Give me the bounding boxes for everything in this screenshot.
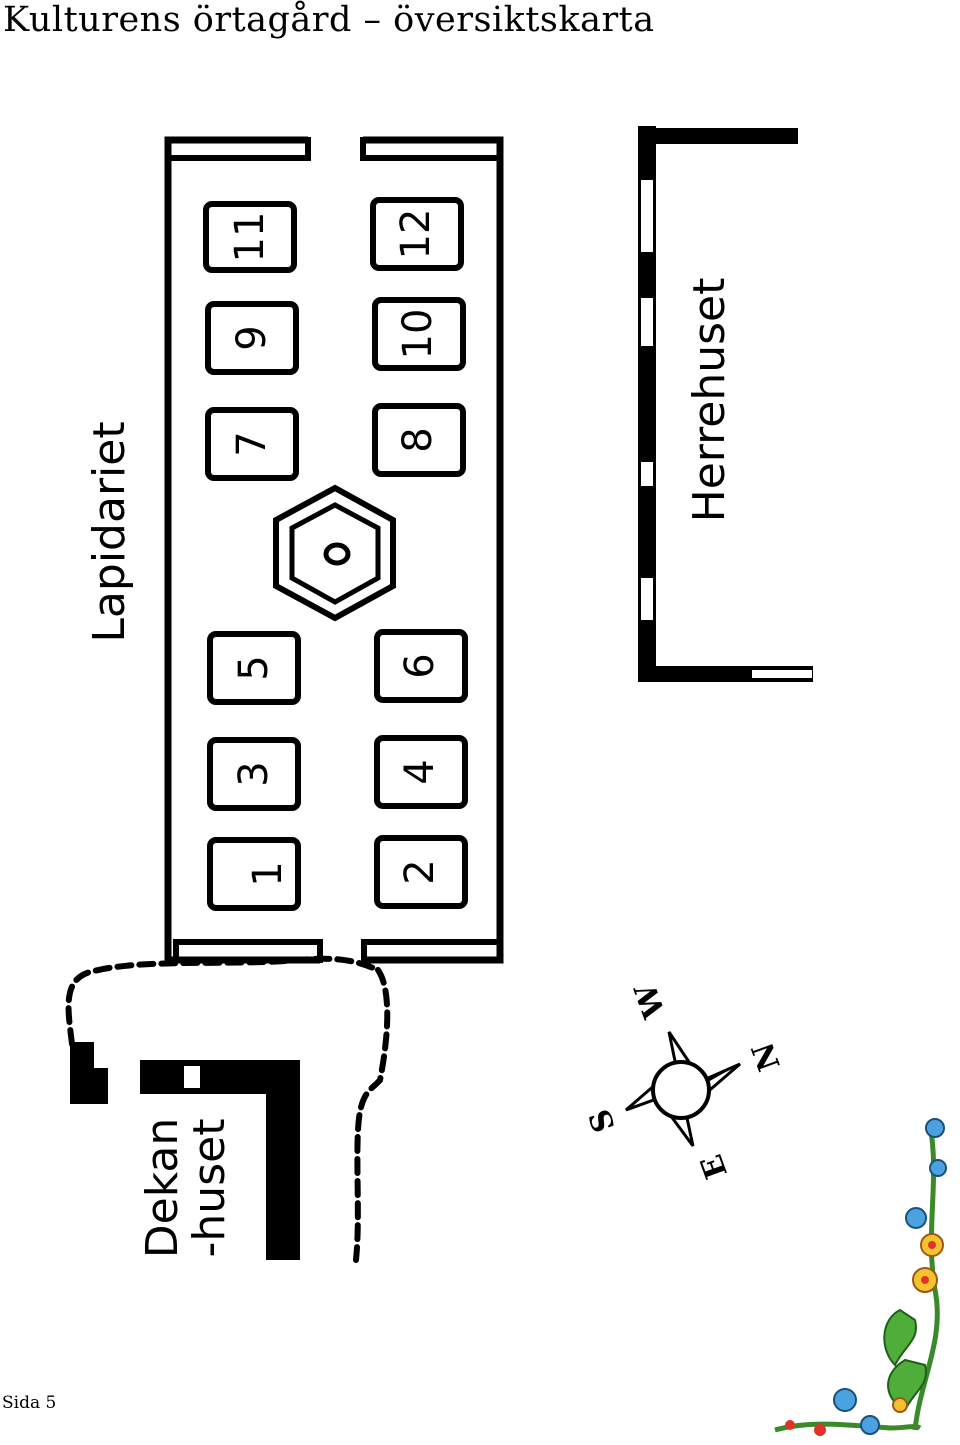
compass-south-label: S bbox=[582, 1104, 622, 1136]
compass-rose: W N E S bbox=[582, 977, 787, 1183]
bed-11: 11 bbox=[203, 201, 297, 273]
bed-9-label: 9 bbox=[229, 325, 275, 350]
herrehuset-label: Herrehuset bbox=[684, 278, 735, 523]
herrehuset-building bbox=[638, 126, 813, 682]
bed-11-label: 11 bbox=[227, 212, 273, 263]
bed-12: 12 bbox=[370, 197, 464, 271]
bed-12-label: 12 bbox=[393, 209, 439, 260]
garden-outline bbox=[164, 128, 504, 974]
bed-10: 10 bbox=[372, 297, 466, 371]
bed-6-label: 6 bbox=[397, 653, 443, 678]
dashed-boundary bbox=[65, 955, 391, 1263]
bed-1: 1 bbox=[207, 837, 301, 911]
bed-2: 2 bbox=[374, 835, 468, 909]
bed-8: 8 bbox=[372, 403, 466, 477]
bed-3-label: 3 bbox=[231, 761, 277, 786]
bed-4-label: 4 bbox=[397, 759, 443, 784]
lapidariet-label: Lapidariet bbox=[84, 421, 135, 642]
bed-10-label: 10 bbox=[395, 309, 441, 360]
garden-beds: 1 2 3 4 5 6 7 8 bbox=[203, 197, 468, 911]
central-fountain bbox=[273, 484, 396, 622]
bed-1-label: 1 bbox=[245, 861, 291, 886]
bed-5-label: 5 bbox=[231, 655, 277, 680]
bed-9: 9 bbox=[205, 301, 299, 375]
floral-corner-ornament bbox=[774, 1118, 947, 1436]
bed-6: 6 bbox=[374, 629, 468, 703]
bed-5: 5 bbox=[207, 631, 301, 705]
bed-8-label: 8 bbox=[395, 427, 441, 452]
bed-7-label: 7 bbox=[229, 431, 275, 456]
bed-7: 7 bbox=[205, 407, 299, 481]
compass-north-label: N bbox=[745, 1038, 787, 1076]
page-number: Sida 5 bbox=[2, 1393, 57, 1413]
page-title: Kulturens örtagård – översiktskarta bbox=[3, 0, 655, 40]
compass-east-label: E bbox=[694, 1150, 735, 1183]
dekanhuset-building bbox=[70, 1042, 300, 1260]
bed-2-label: 2 bbox=[397, 859, 443, 884]
bed-3: 3 bbox=[207, 737, 301, 811]
dekanhuset-label-line1: Dekan bbox=[137, 1118, 188, 1259]
bed-4: 4 bbox=[374, 735, 468, 809]
compass-west-label: W bbox=[628, 977, 673, 1023]
dekanhuset-label-line2: -huset bbox=[184, 1119, 235, 1258]
